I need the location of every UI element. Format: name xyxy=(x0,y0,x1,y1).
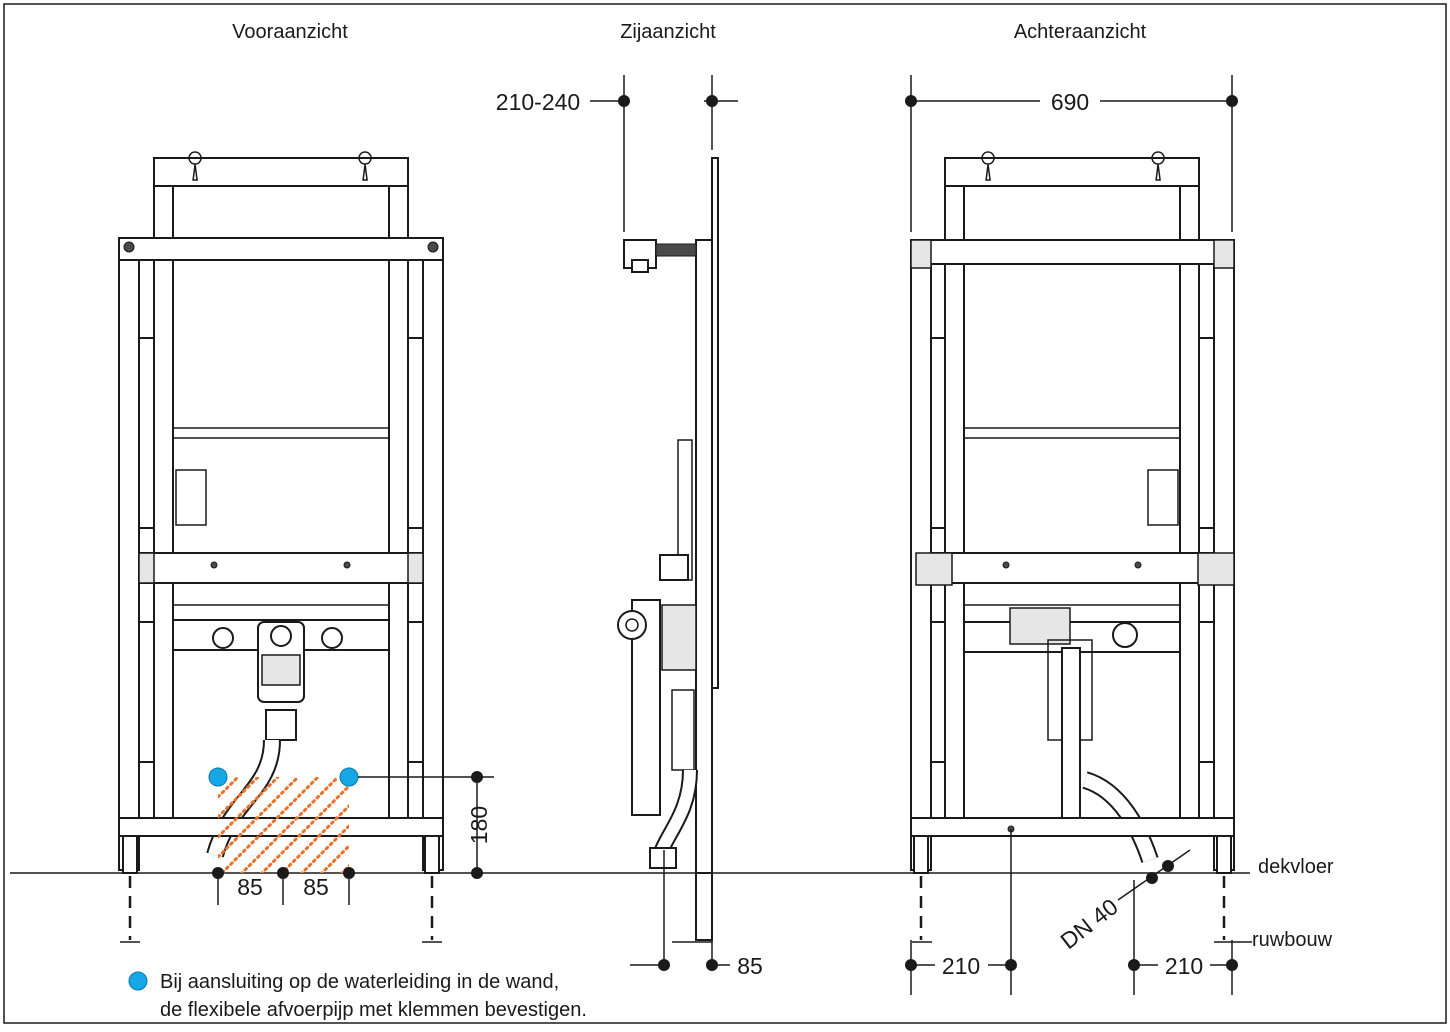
side-wall-plate xyxy=(711,157,719,689)
title-back-view: Achteraanzicht xyxy=(1014,21,1147,43)
drawing-border xyxy=(3,3,1447,1024)
front-view xyxy=(118,151,444,943)
front-bottom-rail xyxy=(118,817,444,837)
front-dimensions: 180 85 85 xyxy=(212,771,494,905)
label-ruwbouw: ruwbouw xyxy=(1252,929,1333,951)
dim-690: 690 xyxy=(1051,89,1089,115)
dim-85-side: 85 xyxy=(737,953,763,979)
front-valve-right xyxy=(321,627,343,649)
front-middle-rail xyxy=(138,552,424,584)
dim-210-left: 210 xyxy=(942,953,980,979)
title-front-view: Vooraanzicht xyxy=(232,21,348,43)
dim-180: 180 xyxy=(466,806,492,844)
front-cross-top xyxy=(118,237,444,261)
dim-dn40: DN 40 xyxy=(1055,893,1122,954)
label-dekvloer: dekvloer xyxy=(1258,856,1334,878)
dim-210-right: 210 xyxy=(1165,953,1203,979)
back-valve-box xyxy=(1009,607,1071,645)
note-line-1: Bij aansluiting op de waterleiding in de… xyxy=(160,971,559,993)
water-connection-marker-right xyxy=(339,767,359,787)
note-line-2: de flexibele afvoerpijp met klemmen beve… xyxy=(160,999,587,1021)
water-connection-marker-left xyxy=(208,767,228,787)
front-post-left xyxy=(118,237,140,871)
side-view: 210-240 85 xyxy=(496,75,763,979)
dim-85-left: 85 xyxy=(237,874,263,900)
dim-85-right: 85 xyxy=(303,874,329,900)
back-view xyxy=(910,151,1235,943)
dim-210-240: 210-240 xyxy=(496,89,580,115)
front-post-right xyxy=(422,237,444,871)
front-valve-left xyxy=(212,627,234,649)
side-frame-post xyxy=(695,239,713,874)
title-side-view: Zijaanzicht xyxy=(620,21,716,43)
note-marker xyxy=(128,971,148,991)
